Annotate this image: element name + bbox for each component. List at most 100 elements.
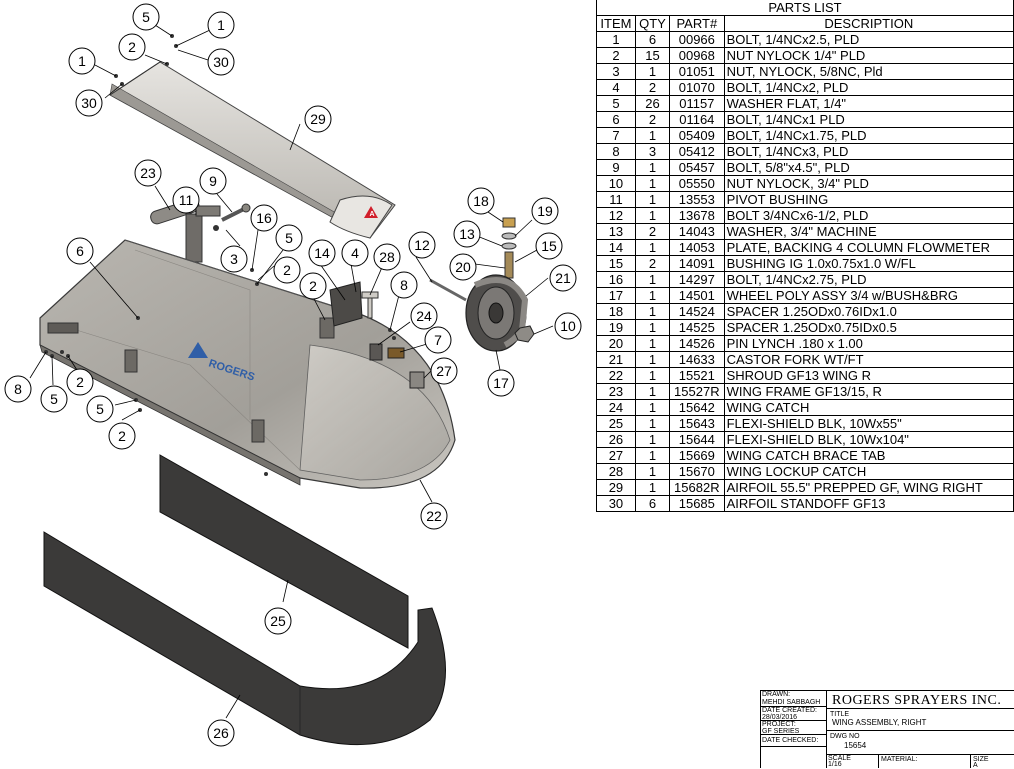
balloon-circle — [134, 159, 162, 187]
balloon-11: 11 — [172, 186, 200, 214]
parts-list-cell-part-number: 14524 — [669, 303, 725, 320]
parts-list-cell-description: BOLT, 1/4NCx1 PLD — [723, 111, 1014, 128]
balloon-circle — [554, 312, 582, 340]
parts-list-cell-description: SHROUD GF13 WING R — [723, 367, 1014, 384]
parts-list-cell-description: WING FRAME GF13/15, R — [723, 383, 1014, 400]
balloon-circle — [275, 224, 303, 252]
balloon-circle — [207, 48, 235, 76]
balloon-circle — [108, 422, 136, 450]
parts-list-cell-part-number: 13678 — [669, 207, 725, 224]
balloon-label: 15 — [541, 238, 557, 254]
parts-list-cell-qty: 1 — [634, 239, 671, 256]
title-label: TITLE — [830, 711, 850, 718]
parts-list-cell-qty: 1 — [634, 367, 671, 384]
balloon-circle — [207, 719, 235, 747]
balloon-circle — [410, 302, 438, 330]
parts-list-cell-item: 13 — [596, 223, 636, 240]
balloon-label: 9 — [209, 173, 217, 189]
balloon-circle — [304, 105, 332, 133]
date-checked-label: DATE CHECKED: — [762, 737, 819, 744]
backing-plate-part — [329, 281, 363, 327]
parts-list-cell-qty: 1 — [634, 431, 671, 448]
balloon-circle — [487, 369, 515, 397]
parts-list-cell-part-number: 05412 — [669, 143, 725, 160]
balloon-circle — [308, 239, 336, 267]
parts-list-cell-part-number: 05457 — [669, 159, 725, 176]
balloon-2-center: 2 — [299, 272, 327, 300]
parts-list-cell-item: 26 — [596, 431, 636, 448]
date-created-label: DATE CREATED: — [762, 707, 817, 714]
balloon-29: 29 — [304, 105, 332, 133]
balloon-24: 24 — [410, 302, 438, 330]
parts-list-cell-part-number: 15521 — [669, 367, 725, 384]
parts-list-cell-part-number: 15644 — [669, 431, 725, 448]
parts-list-cell-part-number: 14043 — [669, 223, 725, 240]
parts-list-header-description: DESCRIPTION — [723, 15, 1014, 32]
parts-list-cell-item: 25 — [596, 415, 636, 432]
balloon-3: 3 — [220, 245, 248, 273]
parts-list-cell-item: 22 — [596, 367, 636, 384]
balloon-1-left: 1 — [68, 47, 96, 75]
parts-list-cell-description: NUT NYLOCK 1/4" PLD — [723, 47, 1014, 64]
parts-list-cell-qty: 1 — [634, 159, 671, 176]
balloon-label: 23 — [140, 165, 156, 181]
parts-list-cell-qty: 2 — [634, 79, 671, 96]
balloon-label: 5 — [285, 230, 293, 246]
parts-list-cell-part-number: 00966 — [669, 31, 725, 48]
parts-list-cell-item: 27 — [596, 447, 636, 464]
balloon-2-low: 2 — [108, 422, 136, 450]
dwg-no-label: DWG NO — [830, 733, 860, 740]
parts-list-cell-item: 20 — [596, 335, 636, 352]
airfoil-logo-letter: A — [369, 211, 374, 218]
balloon-label: 25 — [270, 613, 286, 629]
balloon-13: 13 — [453, 220, 481, 248]
long-bolt-part — [429, 278, 467, 302]
exploded-assembly-drawing: A ROGERS — [4, 3, 582, 747]
balloon-circle — [467, 187, 495, 215]
parts-list-cell-qty: 1 — [634, 479, 671, 496]
parts-list-cell-qty: 26 — [634, 95, 671, 112]
parts-list-cell-item: 29 — [596, 479, 636, 496]
balloon-30-left: 30 — [75, 89, 103, 117]
parts-list-cell-part-number: 05550 — [669, 175, 725, 192]
pivot-bolt-part — [221, 203, 251, 222]
parts-list-cell-part-number: 01164 — [669, 111, 725, 128]
balloon-label: 2 — [283, 262, 291, 278]
parts-list-cell-description: BOLT, 1/4NCx3, PLD — [723, 143, 1014, 160]
parts-list-cell-item: 1 — [596, 31, 636, 48]
balloon-label: 24 — [416, 308, 432, 324]
parts-list-cell-description: FLEXI-SHIELD BLK, 10Wx104" — [723, 431, 1014, 448]
material-label: MATERIAL: — [881, 756, 918, 763]
balloon-label: 8 — [14, 381, 22, 397]
balloon-label: 1 — [217, 17, 225, 33]
castor-wheel-part — [465, 274, 529, 352]
date-created: 28/03/2016 — [762, 714, 798, 721]
wing-frame-part — [150, 198, 221, 263]
balloon-circle — [4, 375, 32, 403]
balloon-circle — [549, 264, 577, 292]
parts-list-cell-part-number: 15682R — [669, 479, 725, 496]
parts-list-cell-description: BOLT, 1/4NCx2.75, PLD — [723, 271, 1014, 288]
parts-list-cell-qty: 6 — [634, 31, 671, 48]
parts-list-cell-item: 2 — [596, 47, 636, 64]
balloon-label: 5 — [142, 9, 150, 25]
parts-list-cell-description: AIRFOIL 55.5" PREPPED GF, WING RIGHT — [723, 479, 1014, 496]
balloon-label: 28 — [379, 249, 395, 265]
parts-list-cell-qty: 15 — [634, 47, 671, 64]
balloon-6: 6 — [66, 237, 94, 265]
balloon-30-top: 30 — [207, 48, 235, 76]
balloon-circle — [273, 256, 301, 284]
balloon-circle — [199, 167, 227, 195]
balloon-label: 8 — [400, 277, 408, 293]
parts-list-cell-part-number: 15685 — [669, 495, 725, 512]
